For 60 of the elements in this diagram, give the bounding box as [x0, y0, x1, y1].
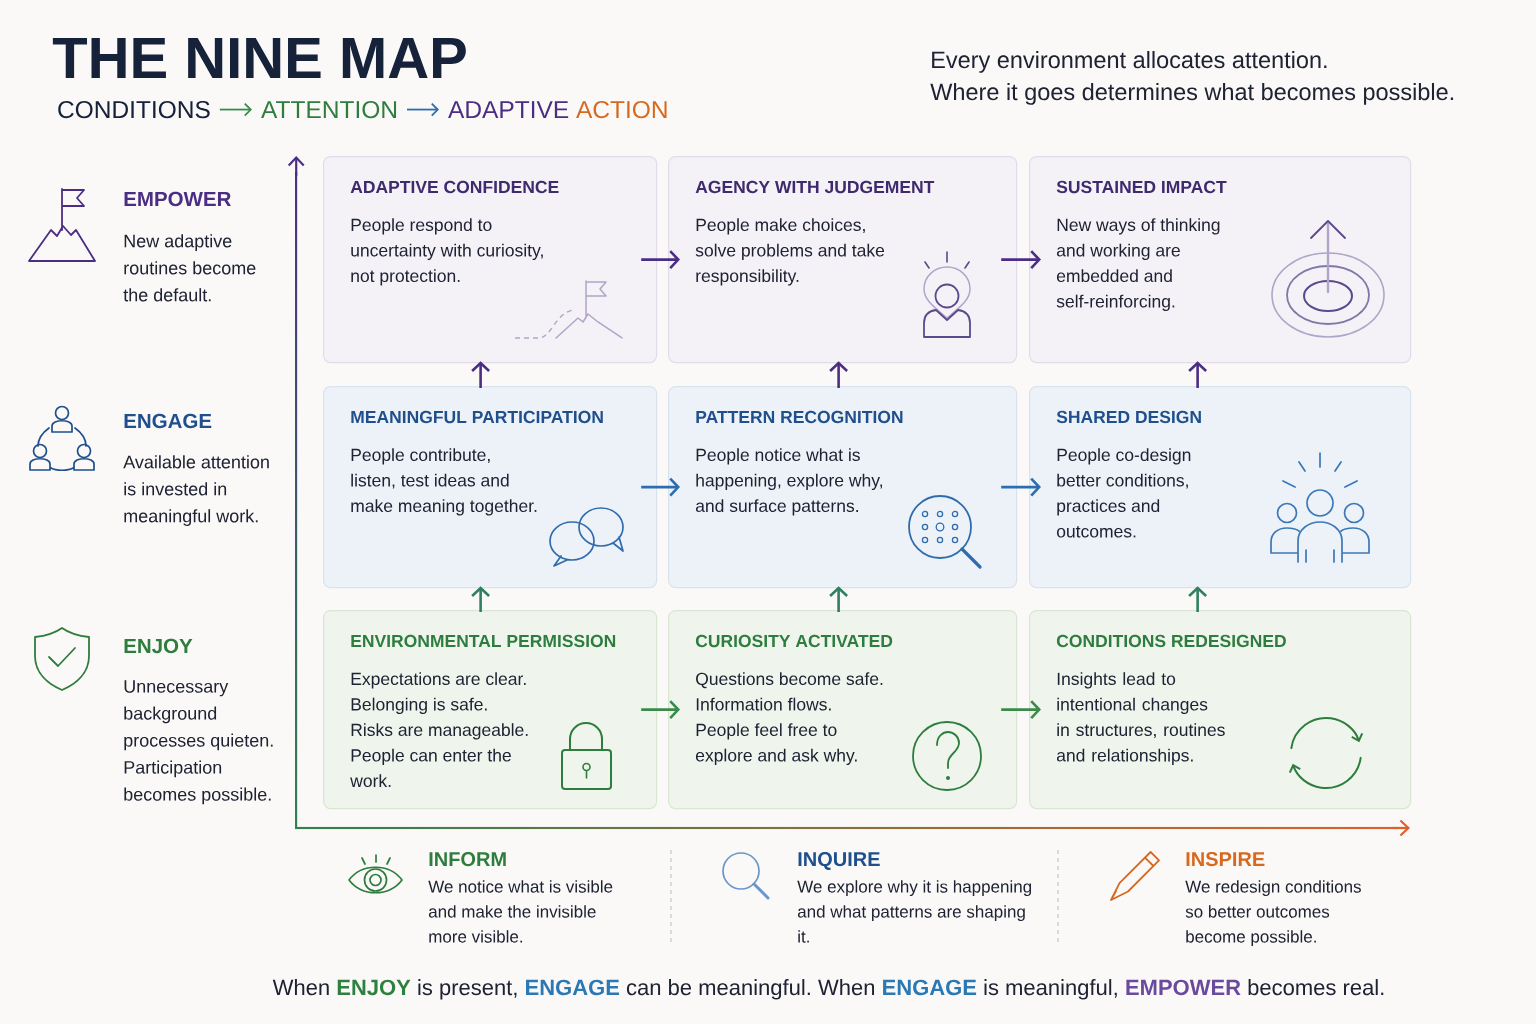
arrow [641, 250, 680, 269]
card-heading: ENVIRONMENTAL PERMISSION [351, 634, 616, 648]
tagline: Where it goes determines what becomes possible. [930, 83, 1454, 105]
card-heading: MEANINGFUL PARTICIPATION [351, 410, 603, 424]
card-text: People notice what is happening, explore why, and surface patterns. [695, 448, 882, 516]
grid-card [668, 610, 1018, 810]
grid-card [323, 156, 658, 364]
arrow [829, 361, 848, 388]
grid-card [323, 610, 658, 810]
card-heading: CURIOSITY ACTIVATED [695, 634, 893, 648]
card-heading: AGENCY WITH JUDGEMENT [695, 180, 935, 194]
subtitle-text: ADAPTIVE ACTION [448, 100, 667, 119]
card-text: Insights lead to intentional changes in structures, routines and relationships. [1056, 672, 1225, 765]
tagline: Every environment allocates attention. [932, 51, 1327, 73]
card-text: People contribute, listen, test ideas and make meaning together. [351, 448, 537, 516]
arrow [1001, 700, 1041, 719]
card-text: New ways of thinking and working are embedded and self-reinforcing. [1056, 218, 1220, 311]
column-heading: INQUIRE [798, 852, 880, 870]
card-text: Questions become safe. Information flows. People feel free to explore and ask why. [695, 672, 883, 765]
arrow [1188, 361, 1207, 388]
arrow [471, 586, 490, 612]
grid-card [1029, 610, 1412, 810]
column-description: We redesign conditions so better outcomes become possible. [1185, 880, 1361, 947]
arrow [406, 102, 439, 117]
grid-card [323, 386, 658, 589]
row-description: Unnecessary background processes quieten. Participation becomes possible. [124, 680, 273, 805]
card-text: Expectations are clear. Belonging is safe. Risks are manageable. People can enter the work. [350, 672, 528, 788]
subtitle-text: CONDITIONS [58, 100, 210, 119]
card-heading: ADAPTIVE CONFIDENCE [350, 180, 559, 194]
row-heading: ENGAGE [124, 413, 212, 429]
card-heading: SHARED DESIGN [1056, 410, 1201, 424]
card-text: People make choices, solve problems and take responsibility. [695, 218, 885, 286]
column-description: We explore why it is happening and what patterns are shaping it. [797, 880, 1032, 943]
card-heading: CONDITIONS REDESIGNED [1056, 634, 1286, 648]
arrow [471, 361, 490, 388]
card-text: People respond to uncertainty with curiosity, not protection. [351, 218, 543, 286]
row-heading: ENJOY [124, 638, 193, 654]
column-heading: INFORM [429, 852, 506, 867]
row-description: New adaptive routines become the default. [123, 234, 256, 302]
row-description: Available attention is invested in meaningful work. [123, 455, 269, 526]
title: THE NINE MAP [52, 38, 466, 78]
footer-note: When ENJOY is present, ENGAGE can be meaningful. When ENGAGE is meaningful, EMPOWER becomes real. [272, 979, 1384, 1000]
arrow [829, 586, 848, 612]
arrow [641, 477, 680, 497]
grid-card [668, 386, 1018, 589]
arrow [1001, 477, 1041, 497]
card-heading: SUSTAINED IMPACT [1056, 180, 1227, 194]
column-description: We notice what is visible and make the invisible more visible. [428, 880, 613, 943]
grid-card [668, 156, 1018, 364]
arrow [1001, 250, 1041, 269]
arrow [1188, 586, 1207, 612]
subtitle-text: ATTENTION [261, 100, 397, 119]
card-text: People co-design better conditions, practices and outcomes. [1056, 448, 1191, 538]
arrow [641, 700, 680, 719]
column-heading: INSPIRE [1186, 852, 1265, 867]
card-heading: PATTERN RECOGNITION [696, 410, 903, 424]
grid-card [1029, 386, 1412, 589]
row-heading: EMPOWER [124, 191, 231, 207]
arrow [218, 102, 252, 117]
grid-card [1029, 156, 1412, 364]
